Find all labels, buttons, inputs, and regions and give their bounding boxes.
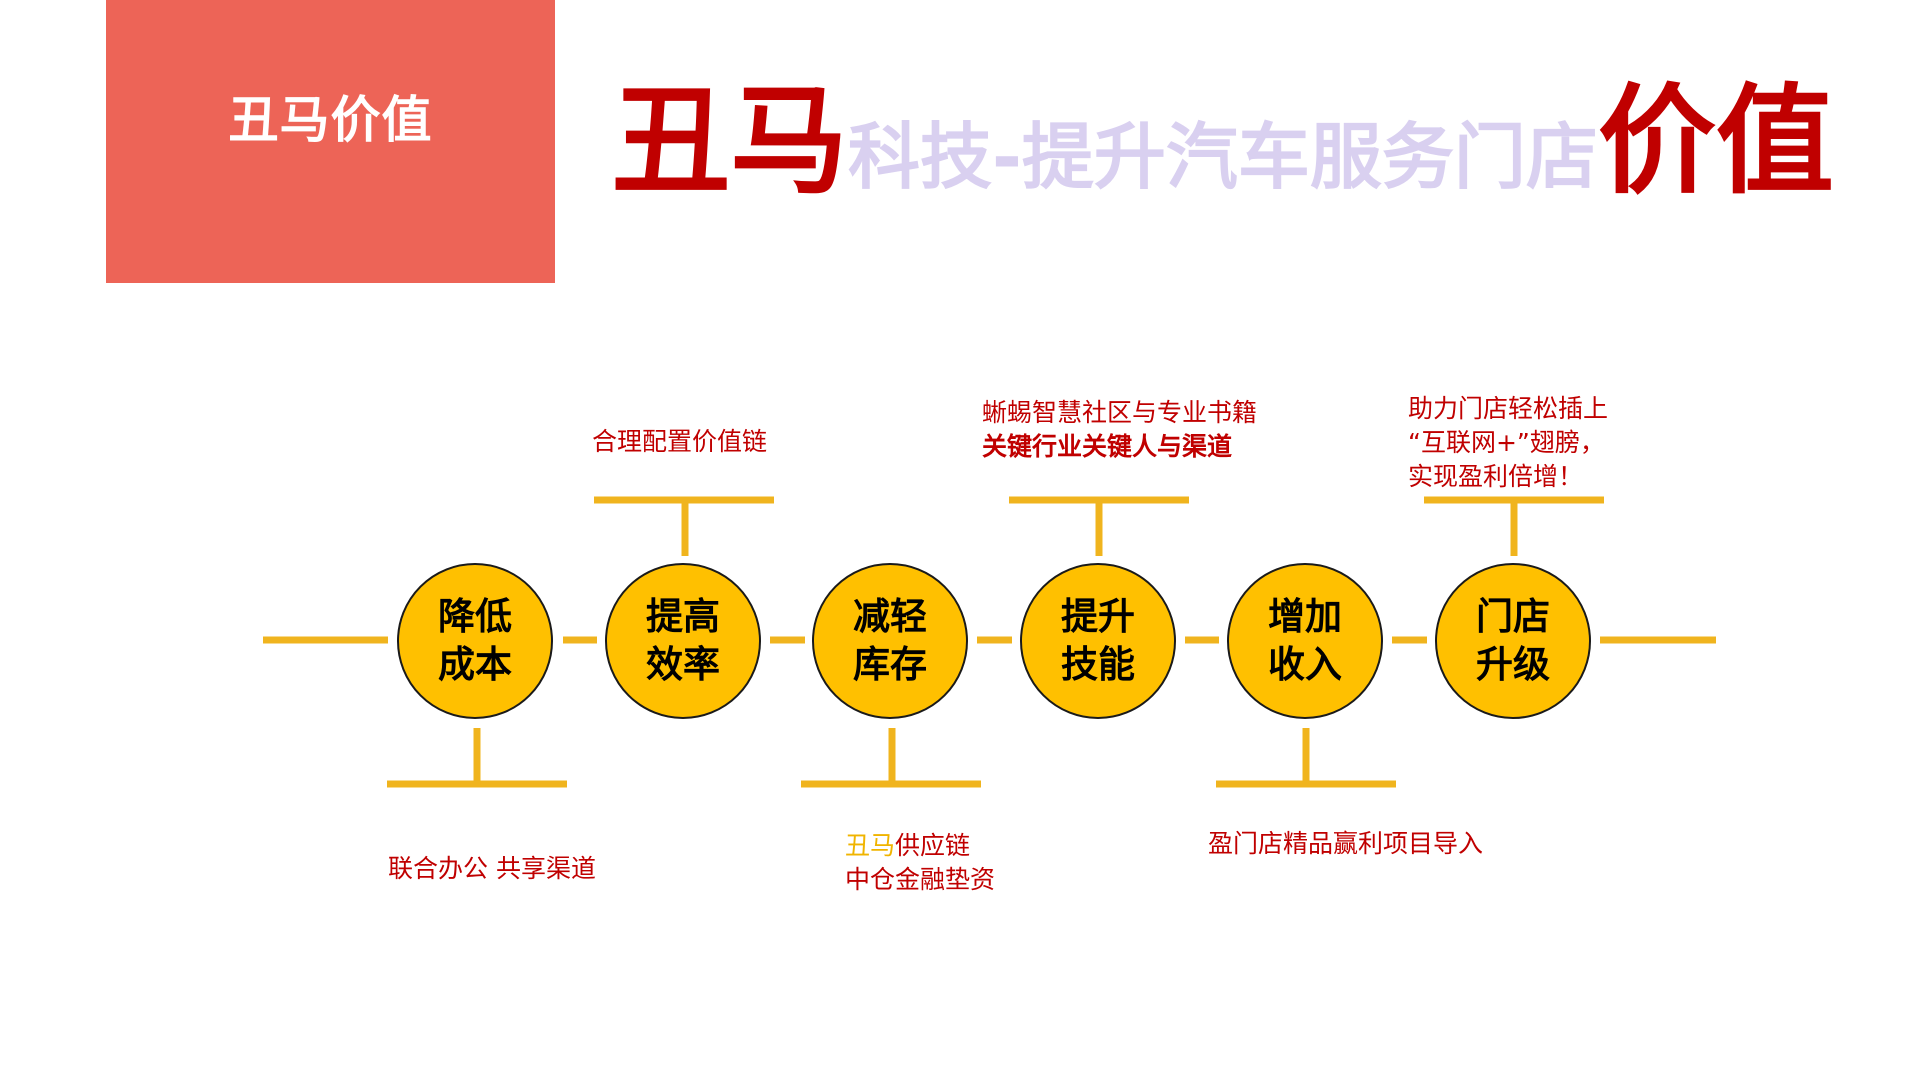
node-label: 门店升级 [1476, 595, 1550, 686]
node-store-upgrade: 门店升级 [1435, 563, 1591, 719]
node-improve-skills: 提升技能 [1020, 563, 1176, 719]
title-end: 价值 [1597, 72, 1834, 210]
annotation-income: 盈门店精品赢利项目导入 [1208, 829, 1484, 858]
section-badge: 丑马价值 [106, 0, 555, 283]
node-label: 降低成本 [438, 595, 512, 686]
title-brand: 丑马 [612, 72, 849, 210]
annotation-inventory: 丑马供应链 中仓金融垫资 [845, 831, 996, 894]
annotation-cost: 联合办公 共享渠道 [388, 854, 596, 883]
annotation-skills: 蜥蜴智慧社区与专业书籍 关键行业关键人与渠道 [982, 398, 1258, 461]
node-label: 提高效率 [646, 595, 720, 686]
node-label: 提升技能 [1061, 595, 1135, 686]
node-label: 减轻库存 [853, 595, 927, 686]
page-title: 丑马科技-提升汽车服务门店价值 [612, 82, 1834, 200]
node-label: 增加收入 [1268, 595, 1342, 686]
section-badge-label: 丑马价值 [228, 91, 433, 149]
node-reduce-cost: 降低成本 [397, 563, 553, 719]
annotation-efficiency: 合理配置价值链 [592, 427, 768, 456]
node-improve-efficiency: 提高效率 [605, 563, 761, 719]
title-middle: 科技-提升汽车服务门店 [848, 115, 1598, 199]
node-reduce-inventory: 减轻库存 [812, 563, 968, 719]
node-increase-income: 增加收入 [1227, 563, 1383, 719]
annotation-inventory-line1: 丑马供应链 [845, 831, 971, 860]
annotation-upgrade: 助力门店轻松插上 “互联网+”翅膀， 实现盈利倍增！ [1408, 394, 1609, 491]
